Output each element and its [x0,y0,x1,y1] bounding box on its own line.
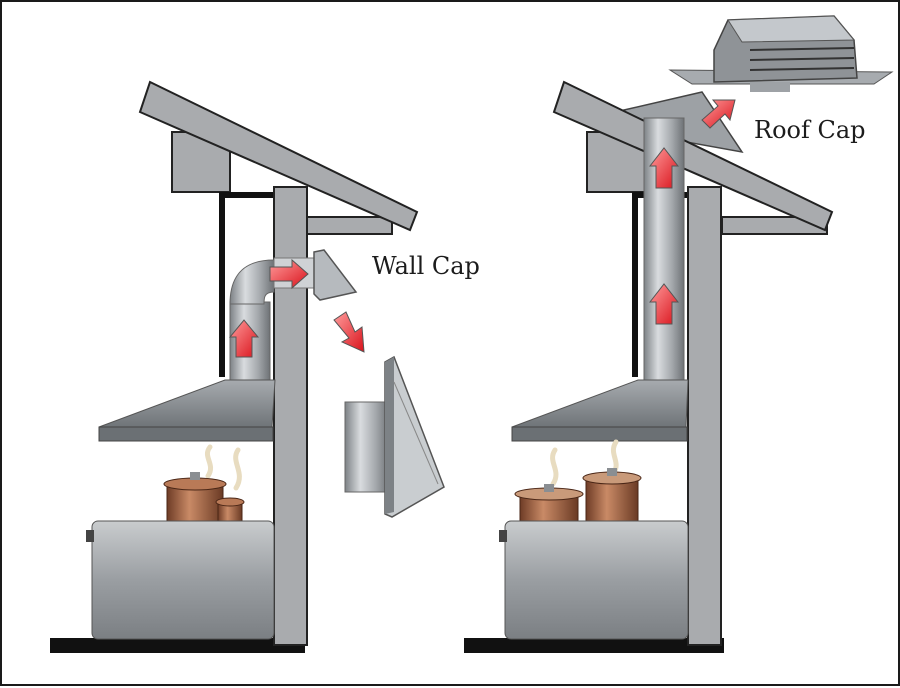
wall-post-right [687,186,722,646]
wall-cap-detail [344,355,445,518]
airflow-arrow [228,319,260,358]
roof-slab-left [138,80,419,232]
range-hood-left [98,379,276,428]
rafter-left [306,216,393,235]
airflow-arrow [269,258,309,290]
interior-wall-left [219,192,225,377]
airflow-arrow [333,311,365,353]
roof-cap-detail [668,15,894,92]
floor-left [50,638,305,653]
airflow-arrow [648,283,680,325]
wall-cap-installed [313,249,358,301]
steam-wisp [204,444,214,479]
right-scene [464,15,894,653]
steam-wisp [233,447,242,491]
cooking-pot [585,477,639,523]
left-scene [50,80,445,653]
interior-wall-right [632,192,638,377]
roof-cap-label: Roof Cap [754,116,866,144]
wall-post-left [273,186,308,646]
roof-slab-right [552,80,834,232]
airflow-arrow [701,99,736,129]
airflow-arrow [648,147,680,189]
range-hood-right [511,379,689,428]
wall-cap-label: Wall Cap [372,252,480,280]
duct-elbow-left [229,259,275,305]
steam-wisp [550,447,559,487]
floor-right [464,638,724,653]
cooktop-cabinet-right [504,520,689,640]
cooktop-cabinet-left [91,520,275,640]
